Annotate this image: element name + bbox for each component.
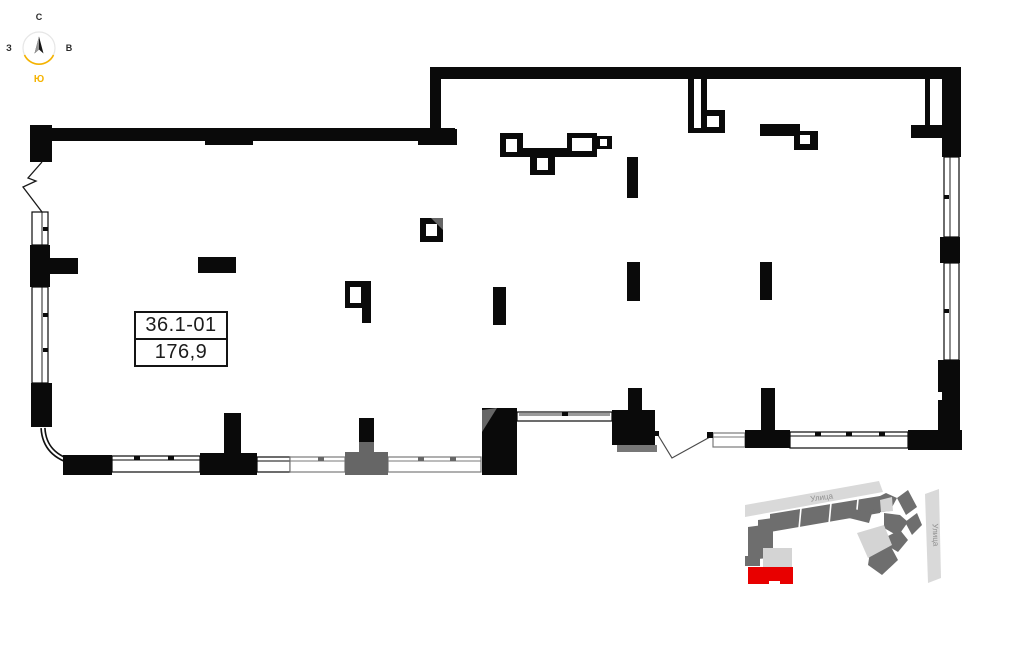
wall-right-bottom: [938, 360, 960, 450]
compass-north-label: С: [36, 12, 43, 22]
window-right-upper: [943, 156, 960, 238]
walls: [30, 67, 962, 475]
column-a: [198, 257, 236, 273]
minimap-buildings-light: [763, 497, 893, 567]
wall-left-corner: [30, 125, 52, 162]
wall-step-shade: [482, 408, 497, 432]
window-entry-side: [712, 432, 746, 448]
wall-right-top: [942, 67, 961, 157]
unit-label-box: 36.1-01 176,9: [134, 311, 228, 367]
pier-entry-right: [745, 430, 790, 448]
street-top-label: Улица: [810, 491, 834, 503]
wall-right-notch: [938, 392, 942, 400]
floor-plan: [21, 67, 962, 475]
pier-bottom-gray: [345, 452, 388, 475]
vent-shaft-square: [420, 218, 443, 242]
top-shaft: [688, 76, 725, 133]
door-jamb-left: [654, 431, 659, 436]
wall-entry-left: [612, 410, 655, 445]
wall-top-pier: [205, 128, 253, 145]
shaft-right-bar: [925, 79, 930, 125]
pier-bottom-1: [63, 455, 112, 475]
window-right-lower: [943, 262, 960, 361]
column-d: [627, 262, 640, 301]
wall-right-mid: [940, 237, 960, 263]
compass-west-label: З: [6, 43, 12, 53]
window-bottom-2: [256, 456, 291, 473]
top-bar-shaft: [760, 124, 818, 150]
minimap-unit-highlight: [748, 567, 793, 584]
central-shaft-cluster: [500, 133, 612, 175]
compass-south-arc: [23, 54, 55, 65]
compass-east-label: В: [66, 43, 73, 53]
location-minimap: Улица Улица: [745, 481, 941, 584]
street-right: [925, 489, 941, 583]
column-entry-right: [761, 388, 775, 430]
entry-gray-strip: [617, 445, 657, 452]
window-bottom-right: [789, 431, 909, 449]
unit-area: 176,9: [136, 338, 226, 365]
wall-left-block2: [31, 383, 52, 427]
window-left-upper: [31, 211, 49, 246]
column-b: [493, 287, 506, 325]
compass-needle-shade: [34, 36, 39, 54]
column-e: [760, 262, 772, 300]
wall-right-ledge: [911, 125, 942, 138]
wall-top-upper: [430, 67, 955, 79]
pier-bottom-2: [200, 453, 257, 475]
wall-step-block: [482, 408, 517, 475]
compass-rose: С З В Ю: [6, 12, 73, 85]
column-bottom-gray-top: [359, 418, 374, 444]
column-entry-left: [628, 388, 642, 412]
entrance-door: [654, 431, 713, 459]
street-top: [745, 481, 883, 517]
column-c: [627, 157, 638, 198]
opening-break-line: [21, 161, 43, 213]
unit-code: 36.1-01: [145, 314, 217, 336]
wall-left-block1: [30, 245, 50, 287]
window-step-band: [516, 411, 613, 422]
column-bottom-gray-base: [359, 442, 374, 453]
wall-left-stub: [50, 258, 78, 274]
window-left-lower: [31, 286, 49, 384]
column-bottom-2: [224, 413, 241, 455]
window-bottom-1: [111, 455, 201, 473]
window-bottom-3-gray: [387, 456, 482, 473]
compass-south-label: Ю: [34, 74, 44, 85]
column-hook: [345, 281, 371, 323]
window-bottom-2-gray: [289, 456, 346, 473]
door-jamb-right: [707, 432, 713, 438]
wall-top-connector: [430, 67, 441, 133]
street-right-label: Улица: [931, 523, 941, 547]
